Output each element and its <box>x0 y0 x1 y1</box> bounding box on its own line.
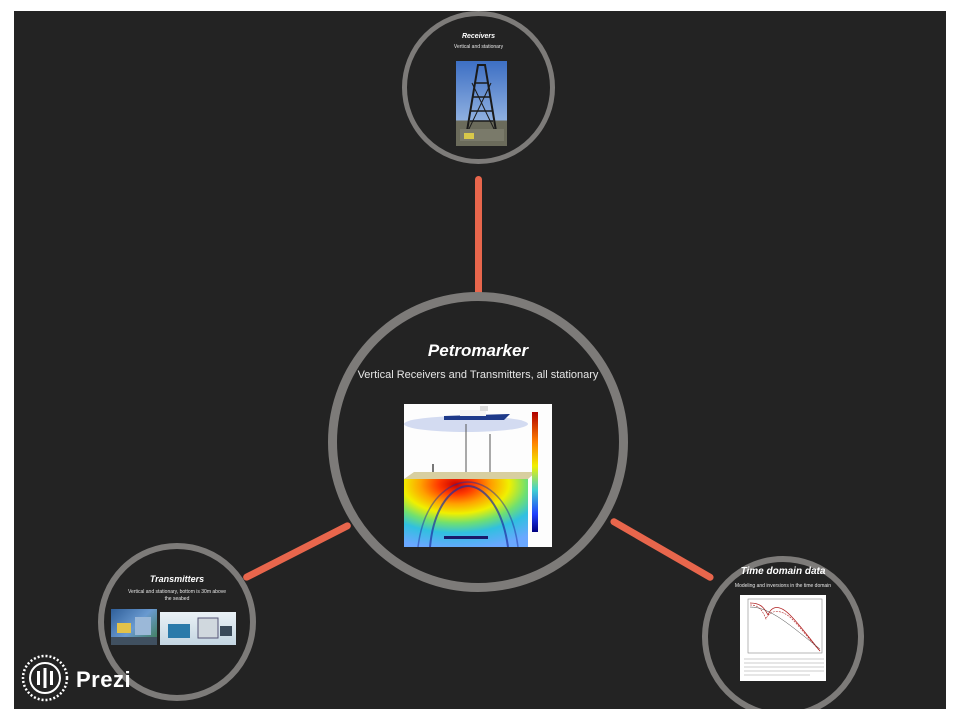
transmitters-title: Transmitters <box>149 574 205 584</box>
connector-left <box>241 521 353 582</box>
csem-model-image[interactable] <box>404 404 552 547</box>
transmitters-node-ring[interactable] <box>98 543 256 701</box>
receivers-node-ring[interactable] <box>402 11 555 164</box>
time-domain-title: Time domain data <box>740 566 826 577</box>
receivers-subtitle: Vertical and stationary <box>453 44 504 50</box>
center-node-ring[interactable] <box>328 292 628 592</box>
transmitter-photo-2[interactable] <box>160 612 236 645</box>
center-title: Petromarker <box>427 341 529 360</box>
connector-top <box>475 176 482 298</box>
prezi-canvas[interactable]: Petromarker Vertical Receivers and Trans… <box>14 11 946 709</box>
receivers-title: Receivers <box>461 33 496 40</box>
connector-right <box>609 516 715 583</box>
drilling-rig-image[interactable] <box>456 61 507 146</box>
prezi-logo-text: Prezi <box>76 667 132 692</box>
center-subtitle: Vertical Receivers and Transmitters, all… <box>357 369 599 381</box>
transmitters-subtitle: Vertical and stationary, bottom is 30m a… <box>127 589 226 602</box>
prezi-logo[interactable]: Prezi <box>20 653 132 708</box>
transmitter-photo-1[interactable] <box>111 609 157 645</box>
prezi-logo-icon <box>20 653 70 708</box>
time-domain-subtitle: Modeling and inversions in the time doma… <box>734 583 832 589</box>
time-domain-plot-image[interactable] <box>740 595 826 681</box>
time-domain-node-ring[interactable] <box>702 556 864 709</box>
